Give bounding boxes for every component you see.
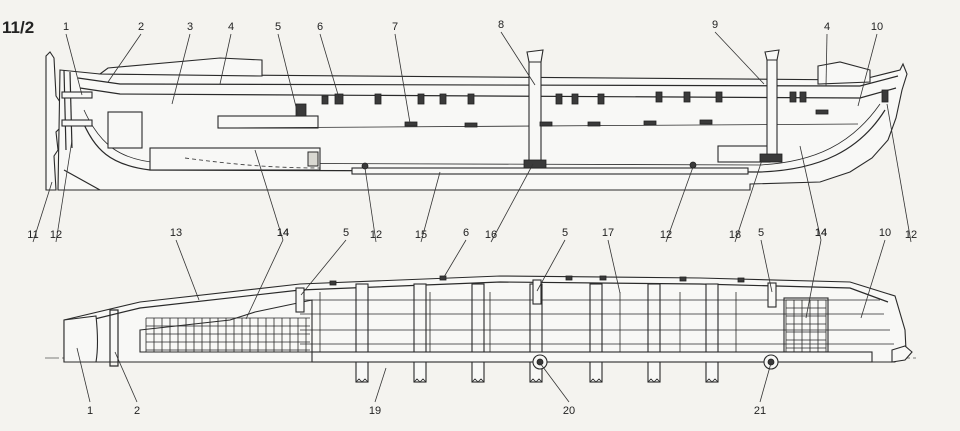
callout-label: 18 — [729, 229, 741, 241]
callout-leader — [665, 166, 694, 243]
fore-mast — [766, 57, 778, 159]
main-mast — [528, 59, 542, 165]
callout-label: 5 — [758, 227, 764, 239]
callout-label: 1 — [63, 21, 69, 33]
callout-leader — [443, 239, 467, 278]
callout-label: 4 — [228, 21, 234, 33]
callout-leader — [364, 167, 377, 243]
callout-leader — [107, 33, 142, 83]
callout-label: 5 — [343, 227, 349, 239]
callout-label: 6 — [463, 227, 469, 239]
callout-leader — [420, 171, 441, 243]
callout-leader — [277, 33, 299, 116]
callout-leader — [886, 103, 912, 243]
callout-leader — [734, 159, 763, 243]
stern-grating — [139, 299, 313, 353]
callout-leader — [759, 362, 772, 403]
callout-leader — [319, 33, 340, 99]
callout-label: 7 — [392, 21, 398, 33]
callout-leader — [254, 149, 284, 241]
callout-leader — [245, 239, 284, 320]
callout-leader — [114, 351, 138, 403]
frame — [647, 283, 661, 383]
bottom-boards — [351, 167, 749, 175]
plate-number: 11/2 — [2, 18, 35, 37]
callout-label: 2 — [138, 21, 144, 33]
callout-label: 5 — [562, 227, 568, 239]
callout-leader — [490, 163, 534, 243]
callout-leader — [799, 145, 822, 241]
callout-label: 20 — [563, 405, 575, 417]
callout-label: 14 — [815, 227, 827, 239]
callout-label: 19 — [369, 405, 381, 417]
callout-leader — [374, 367, 387, 403]
callout-label: 1 — [87, 405, 93, 417]
bow-grating — [783, 297, 829, 353]
callout-label: 5 — [275, 21, 281, 33]
frame — [355, 283, 369, 383]
frame — [471, 283, 485, 383]
callout-label: 11 — [27, 229, 38, 241]
callout-leader — [171, 33, 191, 105]
callout-leader — [32, 181, 53, 243]
frame — [705, 283, 719, 383]
callout-label: 12 — [660, 229, 672, 241]
callout-label: 17 — [602, 227, 614, 239]
callout-leader — [607, 239, 621, 294]
callout-label: 12 — [50, 229, 62, 241]
callout-label: 6 — [317, 21, 323, 33]
callout-leader — [825, 33, 828, 87]
rail-cleats — [404, 109, 829, 128]
callout-label: 8 — [498, 19, 504, 31]
callout-leader — [539, 362, 570, 403]
callout-label: 12 — [905, 229, 917, 241]
callout-leader — [219, 33, 232, 85]
callout-leader — [857, 33, 878, 107]
callout-leader — [805, 239, 822, 319]
callout-label: 14 — [815, 227, 827, 239]
callout-leaders — [32, 31, 912, 403]
callout-leader — [536, 239, 566, 292]
frame — [413, 283, 427, 383]
callout-leader — [300, 239, 347, 296]
callout-label: 15 — [415, 229, 427, 241]
callout-leader — [394, 33, 411, 124]
callout-leader — [860, 239, 886, 319]
thole-pins — [295, 91, 807, 117]
callout-leader — [714, 31, 765, 85]
plan-tholes — [329, 275, 745, 286]
callout-label: 21 — [754, 405, 766, 417]
stern-locker — [107, 111, 143, 149]
callout-label: 14 — [277, 227, 289, 239]
callout-leader — [760, 239, 773, 293]
callout-label: 3 — [187, 21, 193, 33]
callout-label: 16 — [485, 229, 497, 241]
stern-sheets — [149, 147, 321, 171]
callout-label: 13 — [170, 227, 182, 239]
frame — [589, 283, 603, 383]
stern-post — [45, 51, 61, 191]
callout-leader — [76, 347, 91, 403]
keelson — [311, 351, 873, 363]
callout-label: 14 — [277, 227, 289, 239]
callout-label: 12 — [370, 229, 382, 241]
callout-leader — [175, 239, 200, 301]
callout-label: 2 — [134, 405, 140, 417]
bow-cover — [817, 61, 871, 85]
callout-leader — [55, 139, 73, 243]
plan-view — [45, 275, 918, 383]
callout-label: 10 — [871, 21, 883, 33]
callout-label: 9 — [712, 19, 718, 31]
side-seat — [217, 115, 319, 129]
callout-leader — [500, 31, 536, 86]
callout-leader — [65, 33, 83, 96]
callout-label: 10 — [879, 227, 891, 239]
stern-cover — [98, 57, 263, 77]
transom — [63, 315, 99, 363]
callout-label: 4 — [824, 21, 830, 33]
profile-view — [45, 49, 908, 191]
